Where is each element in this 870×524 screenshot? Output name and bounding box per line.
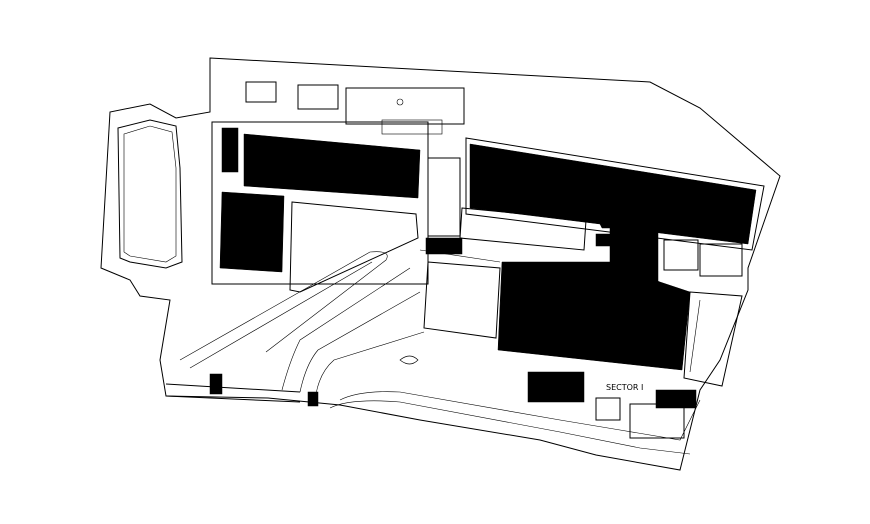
hall-upper-right-frame bbox=[465, 137, 765, 251]
ramp-4 bbox=[315, 331, 425, 395]
entry-marker bbox=[396, 98, 404, 106]
office-block-1 bbox=[245, 81, 277, 103]
central-courtyard bbox=[289, 201, 419, 293]
ramp-outer bbox=[179, 251, 388, 361]
ramp-3 bbox=[299, 291, 421, 393]
right-strip bbox=[683, 291, 743, 387]
small-annex bbox=[663, 239, 699, 271]
room-lower-left bbox=[219, 191, 285, 273]
site-boundary bbox=[100, 57, 781, 471]
ramp-2 bbox=[281, 267, 411, 391]
left-building-inner bbox=[123, 125, 177, 263]
left-building bbox=[117, 119, 183, 269]
office-block-4 bbox=[381, 119, 443, 135]
road-lower bbox=[339, 391, 701, 441]
inner-strip bbox=[459, 207, 587, 251]
connector-corridor bbox=[425, 237, 463, 255]
office-block-2 bbox=[297, 84, 339, 110]
sector-block-1 bbox=[527, 371, 585, 403]
sector-block-frame bbox=[595, 397, 621, 421]
sector-label: SECTOR I bbox=[606, 383, 643, 392]
tower-link-side bbox=[595, 233, 611, 247]
office-block-3 bbox=[345, 87, 465, 125]
hall-upper-left bbox=[243, 133, 421, 199]
small-annex-2 bbox=[699, 243, 743, 277]
hall-lower bbox=[497, 261, 691, 371]
connector-open bbox=[427, 157, 461, 237]
gate-block bbox=[209, 373, 223, 395]
road-lower-2 bbox=[329, 400, 691, 455]
sector-block-3 bbox=[629, 403, 685, 439]
bay bbox=[399, 355, 419, 365]
hall-stair bbox=[221, 127, 239, 173]
ramp-inner bbox=[189, 261, 373, 369]
sector-block-2 bbox=[655, 389, 697, 409]
gate-block-2 bbox=[307, 391, 319, 407]
lab-block bbox=[423, 261, 501, 339]
